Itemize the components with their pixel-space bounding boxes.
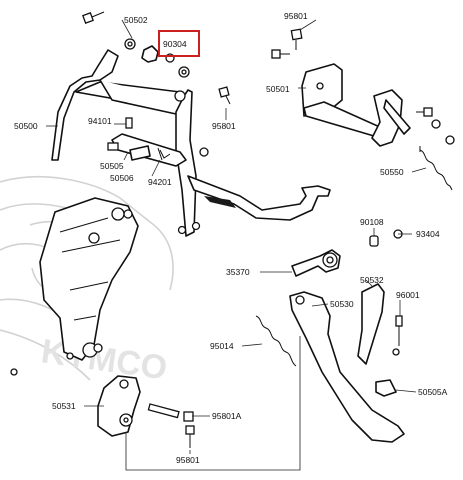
label-93404: 93404	[416, 229, 440, 239]
label-95801-bottom: 95801	[176, 455, 200, 465]
label-95014: 95014	[210, 341, 234, 351]
label-96001: 96001	[396, 290, 420, 300]
leader-lines	[46, 19, 427, 471]
label-95801a: 95801A	[212, 411, 242, 421]
label-50531: 50531	[52, 401, 76, 411]
side-stand-assembly	[255, 229, 405, 443]
highlight-box-90304	[158, 30, 200, 57]
lower-bracket	[97, 375, 195, 448]
stand-bracket	[271, 28, 455, 191]
stand-hardware	[82, 11, 231, 161]
engine-frame	[10, 197, 139, 376]
main-stand	[51, 49, 331, 237]
nut-90304	[141, 45, 159, 63]
callout-labels: 50502 90304 95801 50501 50500 94101 9580…	[14, 11, 448, 465]
label-94201: 94201	[148, 177, 172, 187]
label-50501: 50501	[266, 84, 290, 94]
label-50506: 50506	[110, 173, 134, 183]
label-50505a: 50505A	[418, 387, 448, 397]
label-50530: 50530	[330, 299, 354, 309]
label-50500: 50500	[14, 121, 38, 131]
label-90108: 90108	[360, 217, 384, 227]
label-50505: 50505	[100, 161, 124, 171]
label-90304: 90304	[163, 39, 187, 49]
label-50532: 50532	[360, 275, 384, 285]
label-35370: 35370	[226, 267, 250, 277]
label-50502: 50502	[124, 15, 148, 25]
label-50550: 50550	[380, 167, 404, 177]
watermark-text: KYMCO	[39, 332, 170, 387]
label-95801-top: 95801	[284, 11, 308, 21]
label-95801-mid: 95801	[212, 121, 236, 131]
label-94101: 94101	[88, 116, 112, 126]
